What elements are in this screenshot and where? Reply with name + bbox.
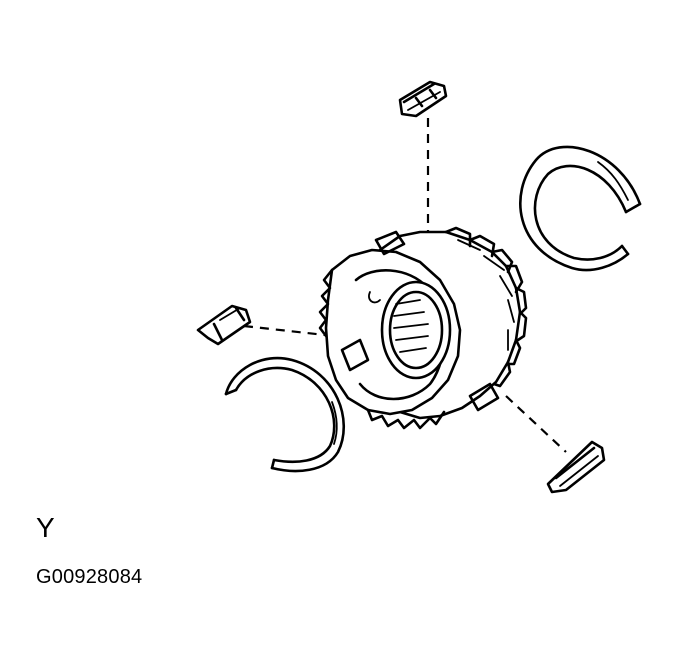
dashed-line-left-key: [243, 324, 353, 340]
key-spring-left: [224, 356, 346, 473]
splined-bore: [380, 280, 452, 380]
key-spring-right: [519, 145, 642, 272]
key-slot-top: [374, 230, 406, 256]
dashed-line-bottom-key: [505, 395, 567, 453]
spline-teeth: [444, 226, 528, 388]
view-label: Y: [36, 512, 55, 543]
key-slot-bottom: [468, 382, 500, 412]
shifting-key-top: [398, 80, 448, 118]
bore-splines: [393, 299, 429, 353]
shifting-key-left: [196, 304, 252, 346]
shifting-key-bottom-right: [546, 440, 606, 494]
figure-code: G00928084: [36, 566, 143, 588]
synchronizer-hub: [318, 226, 528, 430]
key-slot-left: [340, 338, 370, 372]
